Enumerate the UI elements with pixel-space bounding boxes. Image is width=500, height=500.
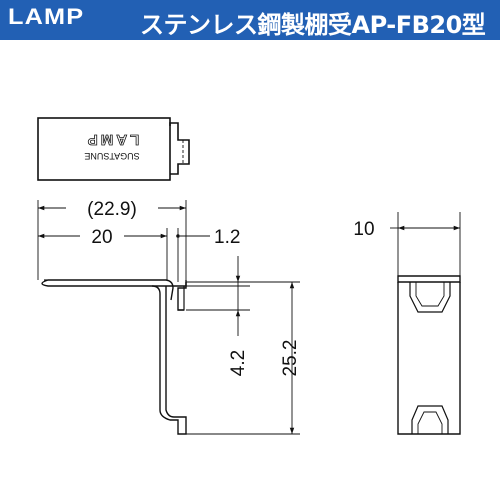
dimension-lines	[38, 205, 460, 434]
front-view	[397, 212, 461, 435]
extension-lines	[37, 200, 300, 435]
part-marking: SUGATSUNE LAMP	[84, 131, 139, 161]
top-view: SUGATSUNE LAMP	[37, 117, 190, 181]
product-title: ステンレス鋼製棚受AP-FB20型	[140, 11, 486, 39]
brand-logo: LAMP	[8, 4, 85, 29]
title-bar: LAMP ステンレス鋼製棚受AP-FB20型	[0, 0, 500, 40]
dimension-step: 4.2	[228, 350, 249, 376]
dimension-width: 20	[91, 227, 112, 248]
side-view-top-tab	[177, 280, 187, 311]
side-view-profile-inner	[151, 285, 187, 435]
side-view-profile-outer	[41, 279, 187, 301]
dimension-thickness: 1.2	[214, 227, 240, 248]
dimension-height: 25.2	[280, 340, 301, 377]
side-view	[41, 279, 187, 435]
part-marking-text: SUGATSUNE	[84, 151, 139, 161]
front-view-upper-notch	[409, 282, 451, 313]
dimension-overall-width: (22.9)	[87, 199, 137, 220]
top-view-body	[37, 117, 171, 181]
top-view-tab	[169, 122, 190, 175]
front-view-top	[397, 275, 461, 283]
front-view-lower-notch	[411, 405, 449, 434]
front-view-body	[397, 282, 461, 435]
dimension-depth: 10	[353, 219, 374, 240]
part-marking-logo: LAMP	[85, 131, 140, 148]
